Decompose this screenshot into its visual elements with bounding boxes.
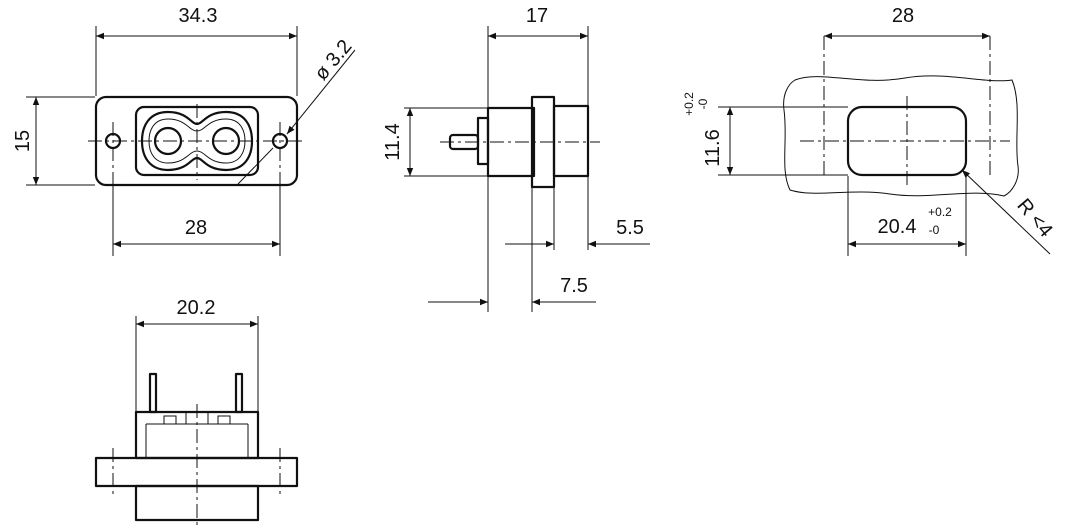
side-step (476, 116, 490, 166)
front-view: 34.3 15 28 ø 3.2 (12, 5, 356, 256)
dim-pin-span: 20.2 (177, 297, 216, 319)
dim-body-height: 11.4 (382, 123, 404, 160)
dim-overall-width: 34.3 (179, 5, 218, 27)
leader-hole-diameter (286, 49, 356, 135)
dim-cutout-height-tol-plus: +0.2 (682, 92, 696, 116)
bottom-pin-left (148, 372, 158, 414)
dim-cutout-height-tol-minus: -0 (696, 98, 710, 109)
dim-rear-depth: 7.5 (560, 275, 588, 297)
dim-hole-pitch: 28 (185, 217, 207, 239)
dim-opening-width: 20.4 (878, 216, 917, 238)
cutout-view: 28 11.6 +0.2 -0 20.4 +0.2 -0 R <4 (682, 5, 1057, 256)
bottom-contact-notches (163, 412, 231, 424)
leader-corner-radius (961, 169, 1051, 255)
dim-cutout-height: 11.6 (702, 129, 724, 166)
panel-break-outline (783, 75, 1019, 197)
dim-overall-depth: 17 (526, 5, 548, 27)
side-view: 11.4 17 5.5 7.5 (382, 5, 650, 312)
bottom-pin-right (234, 372, 244, 414)
dim-opening-tol-minus: -0 (929, 223, 940, 237)
bottom-view: 20.2 (94, 297, 299, 526)
dim-flange-thickness: 5.5 (616, 217, 644, 239)
socket-face-outline (140, 110, 254, 172)
dim-cutout-width: 28 (892, 5, 914, 27)
side-front-body (552, 104, 590, 178)
dim-height: 15 (12, 130, 34, 152)
socket-face-inner (148, 118, 246, 164)
dim-corner-radius: R <4 (1012, 195, 1056, 242)
dim-opening-tol-plus: +0.2 (928, 205, 952, 219)
